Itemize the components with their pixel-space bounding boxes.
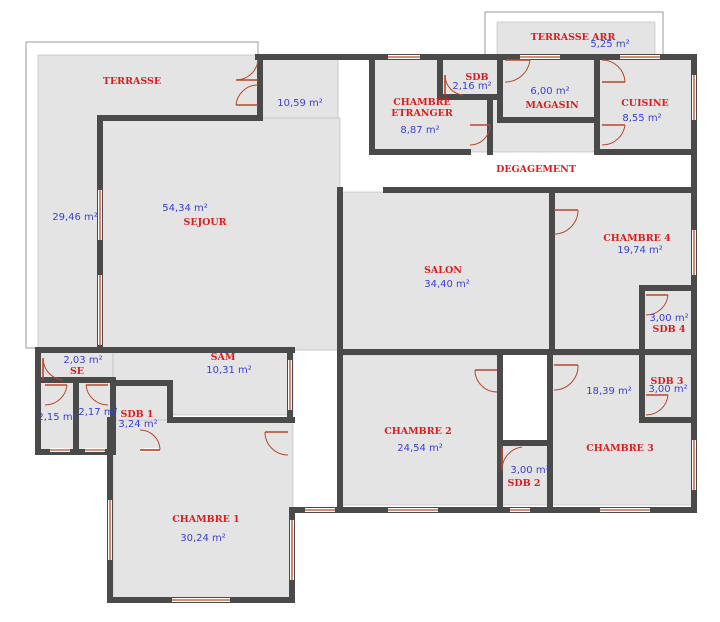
room-area-chambre-1: 30,24 m² [180, 533, 226, 544]
room-area-magasin: 6,00 m² [530, 86, 569, 97]
door-swing [42, 357, 64, 381]
room-name-cuisine: CUISINE [621, 98, 669, 109]
room-area-sdb-top: 2,16 m² [452, 81, 491, 92]
room-name-chambre-etranger-line2: ETRANGER [391, 108, 453, 119]
door-swing [504, 59, 531, 83]
room-area-terrasse: 29,46 m² [52, 212, 98, 223]
room-name-salon: SALON [424, 265, 462, 276]
room-area-salon: 34,40 m² [424, 279, 470, 290]
room-name-sdb-2: SDB 2 [507, 478, 540, 489]
room-name-chambre-2: CHAMBRE 2 [384, 426, 452, 437]
room-name-terrasse: TERRASSE [103, 76, 161, 87]
room-area-vestibule: 10,59 m² [277, 98, 323, 109]
door-swing [645, 394, 669, 416]
room-area-terrasse-arr: 5,25 m² [590, 39, 629, 50]
door-swing [85, 384, 109, 406]
chambre4-floor [551, 191, 693, 353]
doors [42, 59, 669, 471]
door-swing [553, 364, 579, 391]
room-area-chambre-etranger: 8,87 m² [400, 125, 439, 136]
door-swing [44, 384, 68, 406]
door-swing [501, 446, 523, 471]
room-area-sdb-1: 3,24 m² [118, 419, 157, 430]
room-name-chambre-4: CHAMBRE 4 [603, 233, 671, 244]
room-name-sejour: SEJOUR [183, 217, 226, 228]
room-name-sdb-top: SDB [465, 72, 488, 83]
room-name-sam: SAM [211, 352, 236, 363]
room-area-chambre-2: 24,54 m² [397, 443, 443, 454]
room-area-se-wc-2: 2,17 m² [78, 407, 117, 418]
chambre2-floor [341, 354, 501, 506]
door-swing [235, 84, 259, 106]
room-area-se-wc-1: 2,15 m² [37, 412, 76, 423]
room-area-chambre-4: 19,74 m² [617, 245, 663, 256]
room-name-se: SE [70, 366, 84, 377]
door-swing [469, 124, 491, 146]
room-area-cuisine: 8,55 m² [622, 113, 661, 124]
room-area-sdb-3: 3,00 m² [648, 384, 687, 395]
room-name-sdb-1: SDB 1 [120, 409, 153, 420]
room-name-sdb-3: SDB 3 [650, 376, 683, 387]
door-swing [553, 209, 579, 235]
door-swing [235, 59, 259, 81]
chambre3-floor [551, 354, 693, 506]
door-swing [264, 431, 289, 456]
room-name-magasin: MAGASIN [525, 100, 579, 111]
room-area-sam: 10,31 m² [206, 365, 252, 376]
salon-floor [341, 191, 553, 353]
room-area-se: 2,03 m² [63, 355, 102, 366]
sejour-floor [99, 117, 341, 351]
room-area-sdb-2: 3,00 m² [510, 465, 549, 476]
door-swing [645, 294, 669, 316]
room-area-sejour: 54,34 m² [162, 203, 208, 214]
door-swing [474, 369, 498, 393]
door-swing [601, 124, 626, 146]
chambre1-floor [112, 419, 294, 601]
windows [50, 55, 696, 602]
room-area-sdb-4: 3,00 m² [649, 313, 688, 324]
room-name-chambre-1: CHAMBRE 1 [172, 514, 240, 525]
room-area-chambre-3: 18,39 m² [586, 386, 632, 397]
room-name-degagement: DEGAGEMENT [496, 164, 576, 175]
door-swing [601, 59, 626, 83]
room-name-sdb-4: SDB 4 [652, 324, 685, 335]
room-name-chambre-etranger: CHAMBRE [393, 97, 451, 108]
room-name-chambre-3: CHAMBRE 3 [586, 443, 654, 454]
door-swing [444, 74, 464, 96]
walls [35, 54, 697, 603]
terrasse-arr-floor [496, 21, 656, 57]
room-name-terrasse-arr: TERRASSE ARR [531, 32, 616, 43]
door-swing [139, 429, 161, 451]
